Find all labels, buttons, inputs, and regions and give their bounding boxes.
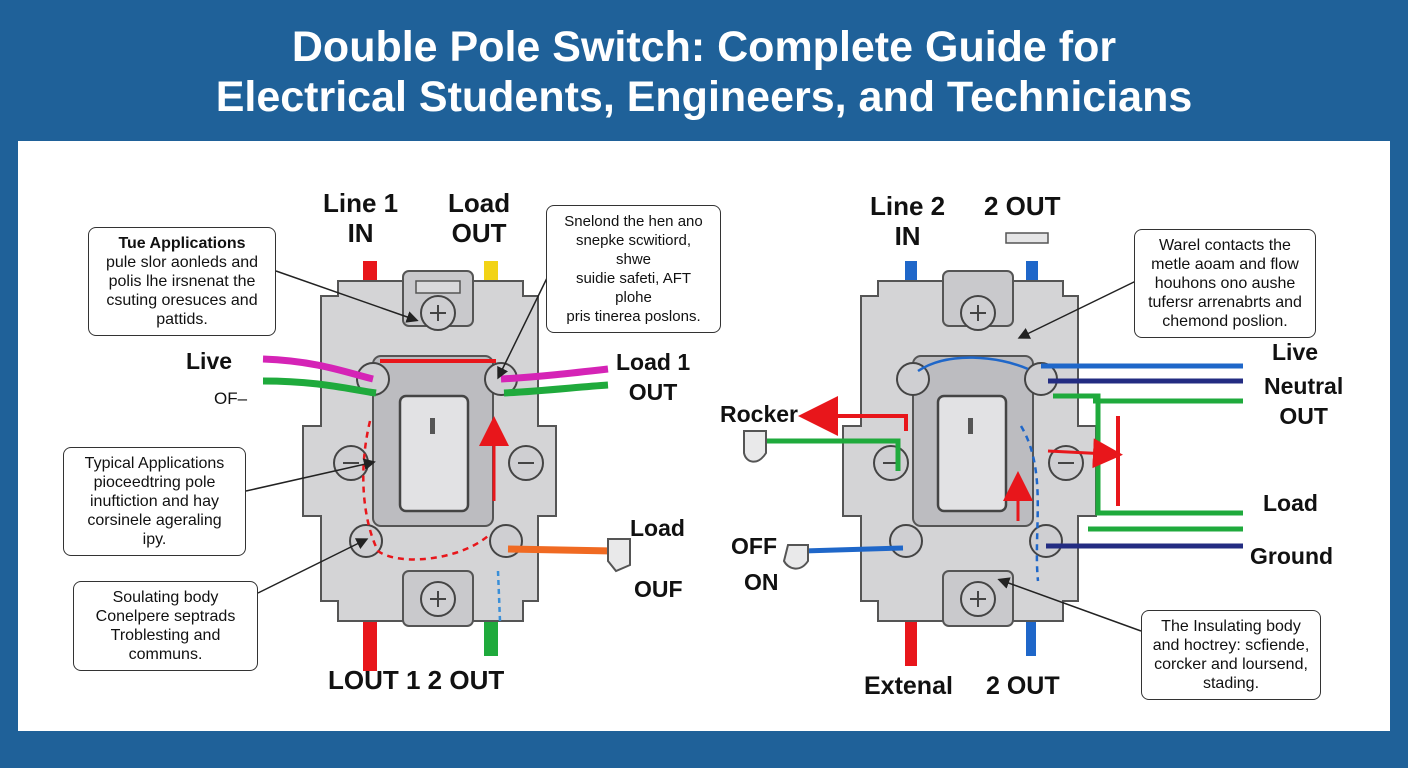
label-ouf: OUF	[634, 576, 683, 602]
wiring-diagram-svg	[245, 232, 1243, 671]
right-top-plug-icon	[1005, 232, 1049, 244]
right-blue-flow	[1019, 425, 1040, 582]
label-ground: Ground	[1250, 543, 1334, 569]
label-rocker: Rocker	[720, 401, 798, 427]
screw-icon	[349, 524, 383, 558]
label-bottom-left: LOUT 1 2 OUT	[328, 665, 505, 695]
right-flow-path	[917, 356, 1029, 373]
left-magenta-wire	[262, 355, 609, 383]
right-rocker[interactable]	[936, 394, 1008, 513]
left-top-connector	[415, 280, 461, 294]
label-load-out: Load OUT	[448, 188, 511, 248]
label-2-out-bottom: 2 OUT	[986, 672, 1060, 700]
right-switch	[743, 232, 1243, 666]
right-off-plug-icon	[782, 544, 809, 570]
label-live-right: Live	[1272, 339, 1319, 365]
screw-icon	[896, 362, 930, 396]
label-load1-out: Load 1 OUT	[616, 349, 691, 405]
callout-insulating-body: Soulating body Conelpere septrads Troble…	[73, 581, 258, 671]
callout-top-right: Warel contacts the metle aoam and flow h…	[1134, 229, 1316, 338]
callout-tue-applications: Tue Applications pule slor aonleds and p…	[88, 227, 276, 336]
screw-icon	[889, 524, 923, 558]
label-line2-in: Line 2 IN	[870, 191, 946, 251]
label-off-left: OF–	[214, 389, 248, 408]
right-rocker-red-arrow	[798, 396, 908, 436]
label-2-out-top: 2 OUT	[984, 191, 1061, 221]
label-on: ON	[744, 569, 779, 595]
label-load-left: Load	[630, 515, 685, 541]
screw-icon	[1029, 524, 1063, 558]
callout-typical-applications: Typical Applications pioceedtring pole i…	[63, 447, 246, 556]
page-title: Double Pole Switch: Complete Guide for E…	[0, 22, 1408, 122]
label-live-left: Live	[186, 348, 233, 374]
right-red-arrow	[1047, 438, 1123, 469]
left-orange-wire	[507, 545, 614, 555]
callout-top-right-left: Snelond the hen ano snepke scwitiord, sh…	[546, 205, 721, 333]
label-neutral-out: Neutral OUT	[1264, 373, 1344, 429]
label-load-right: Load	[1263, 490, 1318, 516]
callout-bottom-right: The Insulating body and hoctrey: scfiend…	[1141, 610, 1321, 700]
right-rocker-green-wire	[763, 438, 901, 471]
label-off: OFF	[731, 533, 777, 559]
left-plug-icon	[607, 538, 631, 573]
label-line1-in: Line 1 IN	[323, 188, 399, 248]
left-green-wire	[262, 377, 609, 397]
label-extenal: Extenal	[864, 672, 953, 700]
left-rocker[interactable]	[398, 394, 470, 513]
title-line-2: Electrical Students, Engineers, and Tech…	[215, 73, 1193, 121]
diagram-panel: Line 1 IN Load OUT Live OF– Load 1 OUT L…	[18, 141, 1390, 731]
right-rocker-mark	[968, 418, 973, 434]
right-off-blue-wire	[802, 545, 904, 554]
title-line-1: Double Pole Switch: Complete Guide for	[291, 23, 1117, 71]
left-rocker-mark	[430, 418, 435, 434]
right-rocker-plug-icon	[743, 430, 767, 463]
leader-lines	[245, 270, 1142, 632]
